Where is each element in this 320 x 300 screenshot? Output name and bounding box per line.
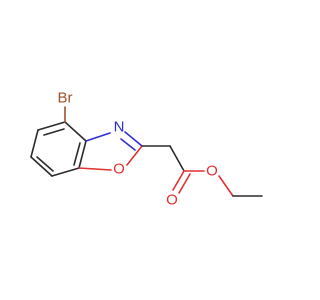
bond-c4-c5-inner xyxy=(43,128,65,136)
bond-o1-c7a xyxy=(78,167,112,171)
bond-n-c2 xyxy=(124,131,143,147)
bond-c5-c6 xyxy=(30,129,39,158)
benzene-ring xyxy=(30,121,87,177)
bond-c7-c7a xyxy=(51,167,80,177)
bond-c7a-c3a xyxy=(78,140,87,169)
bond-n-c2-double xyxy=(120,138,136,151)
ring-nitrogen-label: N xyxy=(114,119,125,136)
bond-ester-o-ch2 xyxy=(218,175,234,197)
bond-c6-c7-inner xyxy=(36,156,54,172)
bond-c3a-n xyxy=(85,132,111,142)
bond-c2-o1 xyxy=(126,145,143,166)
bond-c3a-c4 xyxy=(64,121,87,142)
bond-c6-c7 xyxy=(30,156,53,177)
bromine-label: Br xyxy=(58,90,73,107)
bond-carbonyl-o-double-a xyxy=(172,170,185,191)
bond-ch2-carbonyl xyxy=(169,145,185,172)
carbonyl-oxygen-label: O xyxy=(166,192,178,209)
oxazole-ring xyxy=(78,131,143,171)
bond-carbonyl-o-double-b xyxy=(178,173,191,194)
bond-c7a-c3a-inner xyxy=(73,142,81,166)
ring-oxygen-label: O xyxy=(113,161,125,178)
bond-c4-c5 xyxy=(37,121,66,131)
molecule-structure: Br N O O O xyxy=(30,90,263,209)
ester-oxygen-label: O xyxy=(206,163,218,180)
